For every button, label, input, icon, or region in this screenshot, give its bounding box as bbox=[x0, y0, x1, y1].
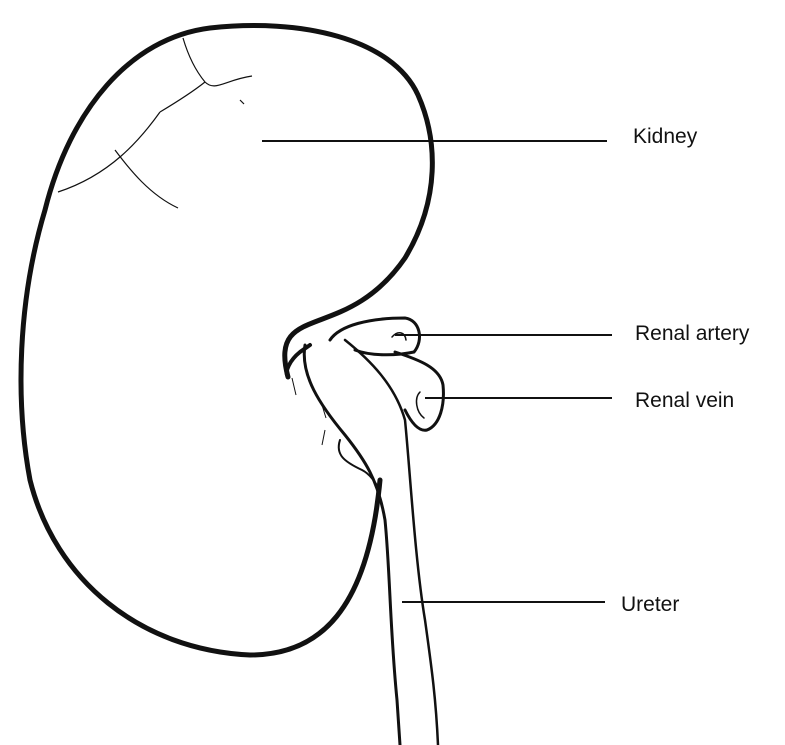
ureter-right-edge bbox=[345, 340, 438, 745]
label-ureter: Ureter bbox=[621, 594, 679, 615]
kidney-outline bbox=[21, 26, 432, 655]
label-renal-artery: Renal artery bbox=[635, 323, 749, 344]
label-renal-vein: Renal vein bbox=[635, 390, 734, 411]
kidney-surface-lines bbox=[58, 38, 252, 208]
ureter bbox=[304, 345, 400, 745]
renal-vein bbox=[395, 352, 443, 430]
label-kidney: Kidney bbox=[633, 126, 697, 147]
renal-artery bbox=[330, 318, 420, 355]
hilum-fibers bbox=[292, 378, 326, 445]
